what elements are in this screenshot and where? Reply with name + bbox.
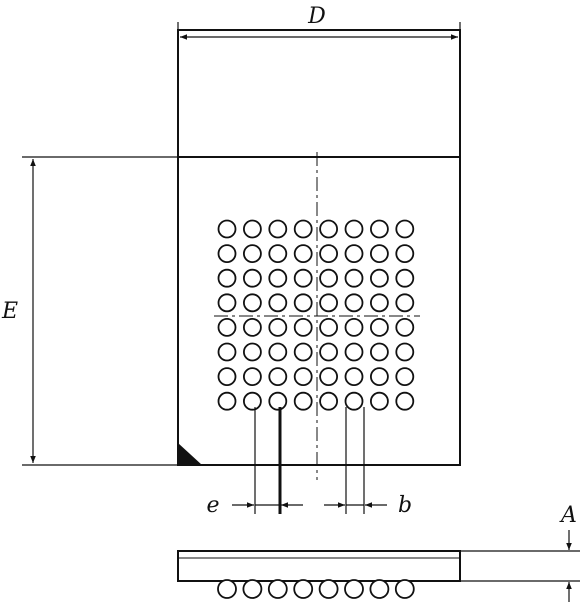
solder-ball [242,293,262,313]
side-view-ball [293,579,314,599]
solder-ball [217,391,237,411]
side-view-ball [267,579,288,599]
dimension-pitch-label: e [206,493,219,518]
solder-ball [242,391,262,411]
solder-ball [369,317,389,337]
solder-ball [319,391,339,411]
side-view-ball [369,579,390,599]
solder-ball [217,342,237,362]
side-view-ball [242,579,263,599]
solder-ball [344,317,364,337]
solder-ball [395,268,415,288]
solder-ball [268,342,288,362]
package-body [177,29,461,466]
solder-ball [369,244,389,264]
solder-ball [268,268,288,288]
solder-ball [344,367,364,387]
solder-ball [217,367,237,387]
solder-ball [344,342,364,362]
solder-ball [319,219,339,239]
dimension-a [460,530,580,602]
solder-ball [395,219,415,239]
side-view-ball [318,579,339,599]
solder-ball [268,244,288,264]
solder-ball [369,219,389,239]
solder-ball [242,317,262,337]
solder-ball [217,293,237,313]
solder-ball [344,293,364,313]
solder-ball [293,391,313,411]
solder-ball [293,317,313,337]
side-view-substrate [177,550,461,582]
solder-ball [344,219,364,239]
solder-ball [319,342,339,362]
solder-ball [319,293,339,313]
solder-ball [242,342,262,362]
solder-ball [293,367,313,387]
solder-ball [395,367,415,387]
solder-ball [217,219,237,239]
solder-ball [369,367,389,387]
solder-ball [242,367,262,387]
solder-ball [319,268,339,288]
solder-ball [293,293,313,313]
solder-ball [268,293,288,313]
ball-grid [217,219,415,411]
solder-ball [268,317,288,337]
solder-ball [268,367,288,387]
solder-ball [319,317,339,337]
dimension-d-label: D [307,4,326,29]
solder-ball [293,342,313,362]
centerlines [214,152,420,480]
solder-ball [369,293,389,313]
side-view-ball [394,579,415,599]
dimension-pitch [232,407,303,514]
side-view [177,550,461,582]
solder-ball [242,244,262,264]
dimension-d [177,22,461,40]
dimension-ball-diameter [324,407,387,514]
side-view-ball [344,579,364,599]
solder-ball [395,244,415,264]
solder-ball [344,391,364,411]
dimension-e-label: E [1,299,18,324]
solder-ball [344,244,364,264]
side-view-ball [217,579,237,599]
solder-ball [319,244,339,264]
package-outline [177,29,461,466]
dimension-ball-diameter-label: b [398,493,412,518]
solder-ball [319,367,339,387]
dimension-a-label: A [559,503,577,528]
dimension-e [22,156,178,466]
solder-ball [242,268,262,288]
solder-ball [268,391,288,411]
solder-ball [293,219,313,239]
solder-ball [344,268,364,288]
solder-ball [369,342,389,362]
solder-ball [369,268,389,288]
solder-ball [395,342,415,362]
solder-ball [395,293,415,313]
solder-ball [395,317,415,337]
solder-ball [242,219,262,239]
solder-ball [217,317,237,337]
solder-ball [369,391,389,411]
solder-ball [395,391,415,411]
solder-ball [217,268,237,288]
solder-ball [217,244,237,264]
solder-ball [293,244,313,264]
solder-ball [268,219,288,239]
pin1-corner-marker [178,443,202,465]
solder-ball [293,268,313,288]
side-view-balls [217,579,415,599]
